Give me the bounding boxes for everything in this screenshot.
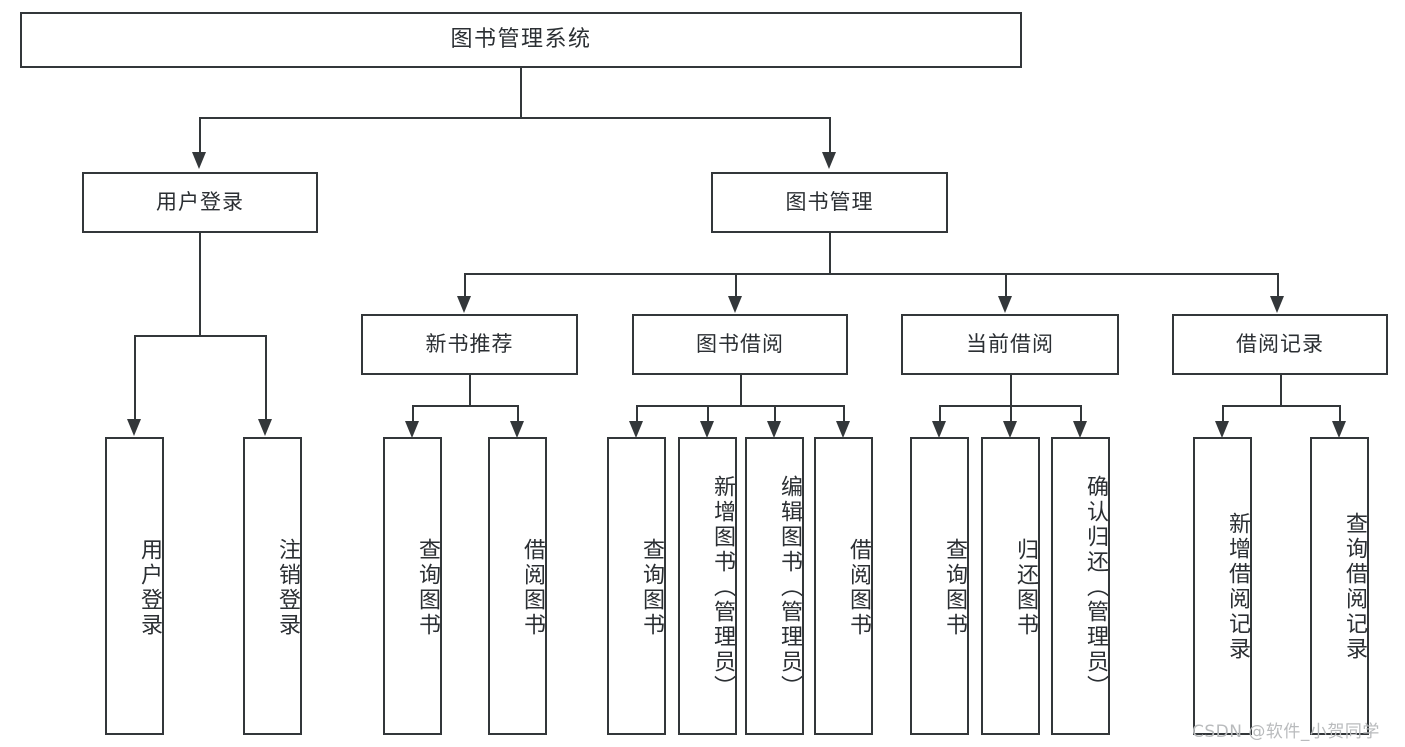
connector-current-borrow-stem [1010, 375, 1012, 405]
node-label: 图书借阅 [696, 332, 784, 357]
node-current-borrow[interactable]: 当前借阅 [901, 314, 1119, 375]
node-label: 查询图书 [639, 538, 664, 638]
arrowhead-cb-leaf-2 [1073, 421, 1087, 438]
node-label: 查询借阅记录 [1342, 512, 1367, 662]
arrowhead-current-borrow [998, 296, 1012, 313]
arrowhead-nbr-leaf-1 [510, 421, 524, 438]
node-label: 借阅记录 [1236, 332, 1324, 357]
node-label: 归还图书 [1013, 538, 1038, 638]
connector-arrow-cb-leaf-2 [1080, 405, 1082, 423]
leaf-borrow-record-0[interactable]: 新增借阅记录 [1193, 437, 1252, 735]
node-label: 确认归还（管理员） [1083, 474, 1108, 700]
arrowhead-bb-leaf-0 [629, 421, 643, 438]
connector-bus-user-login-children [134, 335, 265, 337]
connector-arrow-new-book-recommend [464, 273, 466, 297]
leaf-book-borrow-2[interactable]: 编辑图书（管理员） [745, 437, 804, 735]
connector-arrow-cb-leaf-1 [1010, 405, 1012, 423]
arrowhead-nbr-leaf-0 [405, 421, 419, 438]
connector-bus-borrow-record-children [1222, 405, 1339, 407]
arrowhead-br-leaf-0 [1215, 421, 1229, 438]
arrowhead-bb-leaf-2 [767, 421, 781, 438]
leaf-borrow-record-1[interactable]: 查询借阅记录 [1310, 437, 1369, 735]
arrowhead-user-login [192, 152, 206, 169]
arrowhead-bb-leaf-1 [700, 421, 714, 438]
node-label: 借阅图书 [846, 538, 871, 638]
arrowhead-leaf-user-login [127, 419, 141, 436]
connector-arrow-br-leaf-0 [1222, 405, 1224, 423]
node-label: 新增图书（管理员） [710, 474, 735, 700]
node-label: 新书推荐 [425, 332, 514, 357]
connector-bus-level2 [464, 273, 1277, 275]
connector-arrow-bb-leaf-3 [843, 405, 845, 423]
arrowhead-book-borrow [728, 296, 742, 313]
arrowhead-new-book-recommend [457, 296, 471, 313]
arrowhead-bb-leaf-3 [836, 421, 850, 438]
connector-arrow-borrow-record [1277, 273, 1279, 297]
connector-bus-current-borrow-children [939, 405, 1080, 407]
connector-arrow-current-borrow [1005, 273, 1007, 297]
node-label: 新增借阅记录 [1225, 512, 1250, 662]
node-label: 图书管理系统 [450, 27, 592, 53]
node-book-management[interactable]: 图书管理 [711, 172, 948, 233]
node-label: 用户登录 [156, 190, 244, 215]
node-root-book-management-system[interactable]: 图书管理系统 [20, 12, 1022, 68]
leaf-new-book-recommend-0[interactable]: 查询图书 [383, 437, 442, 735]
connector-bus-level1 [199, 117, 830, 119]
connector-book-borrow-stem [740, 375, 742, 405]
node-label: 注销登录 [275, 538, 300, 638]
node-book-borrow[interactable]: 图书借阅 [632, 314, 848, 375]
arrowhead-leaf-logout [258, 419, 272, 436]
node-new-book-recommend[interactable]: 新书推荐 [361, 314, 578, 375]
connector-book-management-stem [829, 233, 831, 273]
node-label: 编辑图书（管理员） [777, 474, 802, 700]
connector-arrow-nbr-leaf-0 [412, 405, 414, 423]
node-user-login[interactable]: 用户登录 [82, 172, 318, 233]
leaf-book-borrow-3[interactable]: 借阅图书 [814, 437, 873, 735]
node-label: 当前借阅 [966, 332, 1054, 357]
node-borrow-record[interactable]: 借阅记录 [1172, 314, 1388, 375]
connector-arrow-bb-leaf-2 [774, 405, 776, 423]
leaf-current-borrow-1[interactable]: 归还图书 [981, 437, 1040, 735]
connector-arrow-book-borrow [735, 273, 737, 297]
connector-arrow-user-login [199, 117, 201, 155]
leaf-new-book-recommend-1[interactable]: 借阅图书 [488, 437, 547, 735]
arrowhead-book-management [822, 152, 836, 169]
connector-arrow-br-leaf-1 [1339, 405, 1341, 423]
connector-bus-new-book-recommend-children [412, 405, 517, 407]
leaf-book-borrow-1[interactable]: 新增图书（管理员） [678, 437, 737, 735]
connector-bus-book-borrow-children [636, 405, 843, 407]
connector-arrow-bb-leaf-1 [707, 405, 709, 423]
connector-arrow-leaf-user-login [134, 335, 136, 420]
leaf-book-borrow-0[interactable]: 查询图书 [607, 437, 666, 735]
csdn-watermark: CSDN @软件_小贺同学 [1192, 717, 1380, 742]
node-label: 用户登录 [137, 538, 162, 638]
arrowhead-cb-leaf-0 [932, 421, 946, 438]
leaf-user-login-1[interactable]: 注销登录 [243, 437, 302, 735]
connector-arrow-leaf-logout [265, 335, 267, 420]
node-label: 查询图书 [942, 538, 967, 638]
node-label: 查询图书 [415, 538, 440, 638]
arrowhead-borrow-record [1270, 296, 1284, 313]
connector-root-stem [520, 68, 522, 117]
arrowhead-cb-leaf-1 [1003, 421, 1017, 438]
connector-user-login-stem [199, 233, 201, 335]
connector-borrow-record-stem [1280, 375, 1282, 405]
connector-arrow-cb-leaf-0 [939, 405, 941, 423]
connector-new-book-recommend-stem [469, 375, 471, 405]
connector-arrow-nbr-leaf-1 [517, 405, 519, 423]
node-label: 图书管理 [785, 190, 874, 215]
connector-arrow-bb-leaf-0 [636, 405, 638, 423]
leaf-user-login-0[interactable]: 用户登录 [105, 437, 164, 735]
leaf-current-borrow-0[interactable]: 查询图书 [910, 437, 969, 735]
arrowhead-br-leaf-1 [1332, 421, 1346, 438]
node-label: 借阅图书 [520, 538, 545, 638]
watermark-text: CSDN @软件_小贺同学 [1192, 722, 1380, 742]
leaf-current-borrow-2[interactable]: 确认归还（管理员） [1051, 437, 1110, 735]
connector-arrow-book-management [829, 117, 831, 155]
